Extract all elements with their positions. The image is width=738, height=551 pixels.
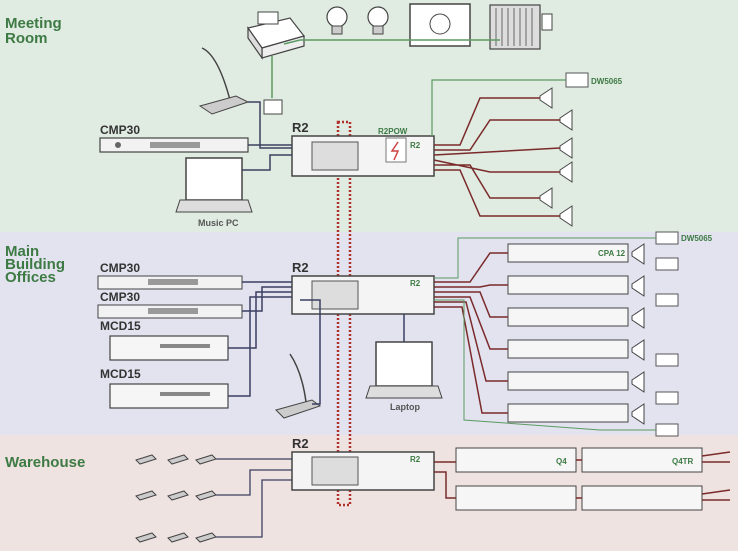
r2-warehouse-label: R2 (292, 436, 309, 451)
cable-mic-meeting (248, 101, 292, 149)
dw5065-meeting-label: DW5065 (591, 77, 623, 86)
light-bulb-icon-2 (367, 6, 389, 35)
laptop-offices-icon (365, 341, 443, 399)
r2-offices-label: R2 (292, 260, 309, 275)
zone-label-offices-2: Building (5, 256, 65, 273)
wall-panel-icon (263, 99, 283, 115)
amp-cables-offices (434, 252, 508, 414)
zone-meeting-room (0, 0, 738, 232)
cable-music-pc (242, 154, 292, 171)
zone-label-offices-3: Offices (5, 269, 56, 286)
zone-label-meeting-2: Room (5, 30, 48, 47)
network-link-dotted (336, 120, 352, 507)
mcd15-b-unit (109, 383, 229, 409)
control-cables-offices (434, 237, 656, 431)
r2-offices-unit (291, 275, 435, 315)
music-pc-laptop-icon (175, 157, 253, 213)
light-bulb-icon-1 (326, 6, 348, 35)
window-blinds-icon (489, 4, 553, 50)
r2-warehouse-unit (291, 451, 435, 491)
mcd15-b-label: MCD15 (100, 367, 141, 381)
projection-screen-icon (409, 3, 471, 47)
cmp30-b-unit (97, 304, 243, 319)
zone-label-offices-1: Main (5, 243, 39, 260)
projector-icon (247, 11, 306, 60)
speaker-cables-meeting (433, 97, 561, 217)
cmp30-b-label: CMP30 (100, 290, 140, 304)
q4-amplifier-group (455, 447, 703, 511)
dw5065-offices-group (655, 231, 679, 437)
mcd15-a-label: MCD15 (100, 319, 141, 333)
r2pow-label: R2POW (378, 127, 408, 136)
zone-label-warehouse: Warehouse (5, 454, 85, 471)
amplifier-group-offices (507, 243, 629, 423)
source-cables-offices (228, 281, 405, 405)
q4tr-label: Q4TR (672, 457, 694, 466)
speaker-group-offices (631, 243, 645, 425)
mcd15-a-unit (109, 335, 229, 361)
cmp30-meeting-label: CMP30 (100, 123, 140, 137)
amp-cables-warehouse (434, 451, 731, 501)
control-bus-cable (283, 39, 500, 45)
cmp30-a-label: CMP30 (100, 261, 140, 275)
cmp30-a-unit (97, 275, 243, 290)
r2-meeting-label: R2 (292, 120, 309, 135)
q4-label: Q4 (556, 457, 567, 466)
cable-dw5065-meeting (431, 79, 566, 136)
dw5065-meeting-icon (565, 72, 589, 88)
amp-brand-label: CPA 12 (598, 249, 626, 258)
panel-r2-warehouse-label: R2 (410, 455, 421, 464)
panel-r2-offices-label: R2 (410, 279, 421, 288)
music-pc-label: Music PC (198, 218, 239, 228)
mic-cables-warehouse (216, 458, 292, 538)
cmp30-meeting-unit (99, 137, 249, 153)
dw5065-offices-label: DW5065 (681, 234, 713, 243)
r2-meeting-unit (291, 135, 435, 177)
microphone-grid-warehouse (135, 454, 217, 543)
r2pow-power-icon (385, 137, 407, 163)
laptop-label: Laptop (390, 402, 420, 412)
zone-label-meeting-1: Meeting (5, 15, 62, 32)
paging-microphone-offices-icon (275, 353, 322, 419)
r2pow-unit-label: R2 (410, 141, 421, 150)
